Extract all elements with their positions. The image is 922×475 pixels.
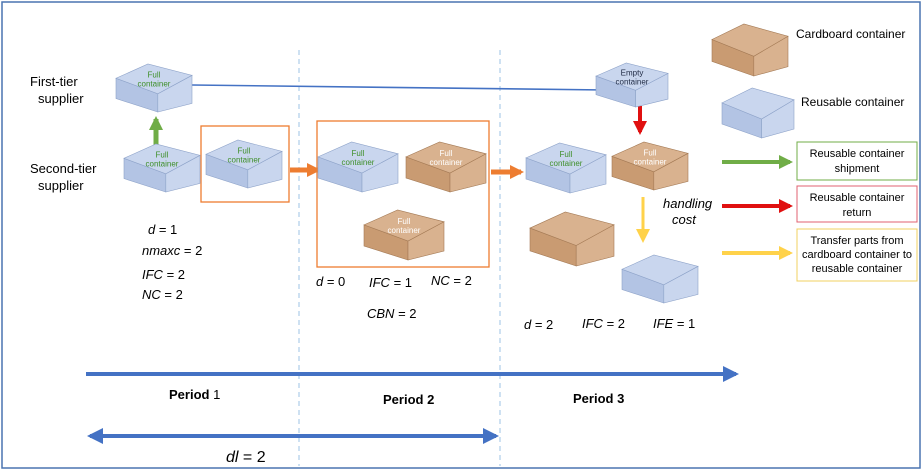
container-label-line1: Full [440, 149, 453, 158]
container-p3-reusable-after-transfer [621, 254, 699, 304]
period-3-label: Period 3 [573, 391, 624, 406]
first-tier-to-empty-arrow [191, 84, 608, 95]
container-label-line1: Full [156, 150, 169, 159]
container-label-line2: container [228, 155, 261, 164]
container-label-line1: Full [238, 146, 251, 155]
container-label-line2: container [550, 159, 583, 168]
container-label-line1: Full [560, 150, 573, 159]
container-label-line2: container [138, 79, 171, 88]
container-top-face [525, 142, 607, 175]
containers-group: FullcontainerFullcontainerFullcontainerF… [115, 23, 795, 304]
second-tier-label-line1: Second-tier [30, 161, 97, 176]
legend-shipment-box [796, 141, 918, 181]
legend-return-box [796, 185, 918, 223]
container-top-face [721, 87, 795, 120]
p3-d: d = 2 [524, 317, 553, 332]
container-top-face [621, 254, 699, 286]
container-top-face [405, 141, 487, 174]
legend-cardboard-icon [711, 23, 789, 77]
container-label-line2: container [430, 158, 463, 167]
container-label-line2: container [616, 77, 649, 86]
p3-ife: IFE = 1 [653, 316, 695, 331]
dl-label: dl = 2 [226, 449, 266, 466]
p1-nmaxc: nmaxc = 2 [142, 243, 202, 258]
container-top-face [611, 141, 689, 173]
legend-shipment-line2: shipment [835, 163, 880, 175]
legend-cardboard-label: Cardboard container [796, 27, 905, 41]
p2-cbn: CBN = 2 [367, 306, 417, 321]
legend-reusable-label: Reusable container [801, 95, 904, 109]
container-label-line1: Full [352, 149, 365, 158]
p1-d: d = 1 [148, 222, 177, 237]
container-top-face [115, 63, 193, 95]
p1-ifc: IFC = 2 [142, 267, 185, 282]
legend-transfer-line3: reusable container [812, 263, 903, 275]
legend-shipment-line1: Reusable container [810, 148, 905, 160]
period-2-label: Period 2 [383, 392, 434, 407]
container-top-face [529, 211, 615, 246]
container-label-line1: Full [148, 70, 161, 79]
handling-cost-line2: cost [672, 212, 697, 227]
handling-cost-line1: handling [663, 196, 713, 211]
p3-ifc: IFC = 2 [582, 316, 625, 331]
p2-d: d = 0 [316, 274, 345, 289]
first-tier-label-line2: supplier [38, 91, 84, 106]
container-label-line1: Full [398, 217, 411, 226]
container-top-face [205, 139, 283, 171]
legend-transfer-line2: cardboard container to [802, 249, 912, 261]
container-label-line2: container [388, 226, 421, 235]
container-label-line2: container [146, 159, 179, 168]
container-top-face [595, 62, 669, 91]
container-label-line1: Empty [621, 68, 644, 77]
legend-reusable-icon [721, 87, 795, 139]
container-top-face [363, 209, 445, 242]
period2-highlight-box [316, 120, 490, 268]
container-top-face [123, 143, 201, 175]
container-label-line2: container [634, 157, 667, 166]
container-label-line2: container [342, 158, 375, 167]
container-p3-cardboard-plain [529, 211, 615, 267]
p2-ifc: IFC = 1 [369, 275, 412, 290]
legend-return-line2: return [843, 207, 872, 219]
second-tier-label-line2: supplier [38, 178, 84, 193]
p1-nc: NC = 2 [142, 287, 183, 302]
container-top-face [711, 23, 789, 57]
legend-transfer-box [796, 228, 918, 282]
legend-transfer-line1: Transfer parts from [810, 235, 903, 247]
first-tier-label-line1: First-tier [30, 74, 78, 89]
period-1-label: Period 1 [169, 387, 220, 402]
period1-highlight-box [200, 125, 290, 203]
container-label-line1: Full [644, 148, 657, 157]
container-top-face [317, 141, 399, 174]
legend-return-line1: Reusable container [810, 192, 905, 204]
p2-nc: NC = 2 [431, 273, 472, 288]
